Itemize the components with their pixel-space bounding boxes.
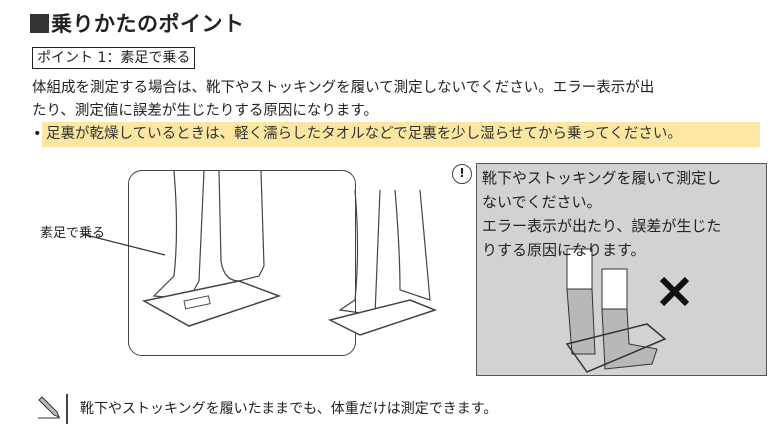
warning-line: ないでください。 — [482, 193, 602, 211]
bullet: • — [33, 126, 42, 142]
highlight-tip: 足裏が乾燥しているときは、軽く濡らしたタオルなどで足裏を少し湿らせてから乗ってく… — [46, 126, 682, 142]
barefoot-illustration-frame — [128, 170, 356, 356]
highlight-band — [42, 122, 760, 147]
warning-text: 靴下やストッキングを履いて測定し ないでください。 エラー表示が出たり、誤差が生… — [482, 166, 767, 262]
section-title: 乗りかたのポイント — [30, 8, 245, 38]
warning-line: りする原因になります。 — [482, 241, 646, 259]
warning-box — [476, 163, 767, 376]
illustration-label: 素足で乗る — [40, 226, 106, 241]
point-label: ポイント 1：素足で乗る — [32, 47, 196, 69]
paragraph-line: たり、測定値に誤差が生じたりする原因になります。 — [32, 103, 378, 119]
warning-line: エラー表示が出たり、誤差が生じた — [482, 217, 722, 235]
note-text: 靴下やストッキングを履いたままでも、体重だけは測定できます。 — [80, 401, 498, 417]
paragraph-line: 体組成を測定する場合は、靴下やストッキングを履いて測定しないでください。エラー表… — [32, 80, 655, 96]
socks-on-scale-illustration — [565, 248, 690, 373]
square-bullet-icon — [30, 13, 49, 33]
warning-line: 靴下やストッキングを履いて測定し — [482, 169, 722, 187]
pencil-note-icon — [38, 396, 60, 419]
note-divider — [66, 394, 68, 424]
warning-icon: ! — [452, 164, 472, 184]
barefoot-on-scale-illustration — [141, 170, 282, 327]
title-text: 乗りかたのポイント — [51, 12, 245, 36]
label-leader-line — [81, 233, 166, 256]
side-view-illustration — [327, 190, 438, 336]
